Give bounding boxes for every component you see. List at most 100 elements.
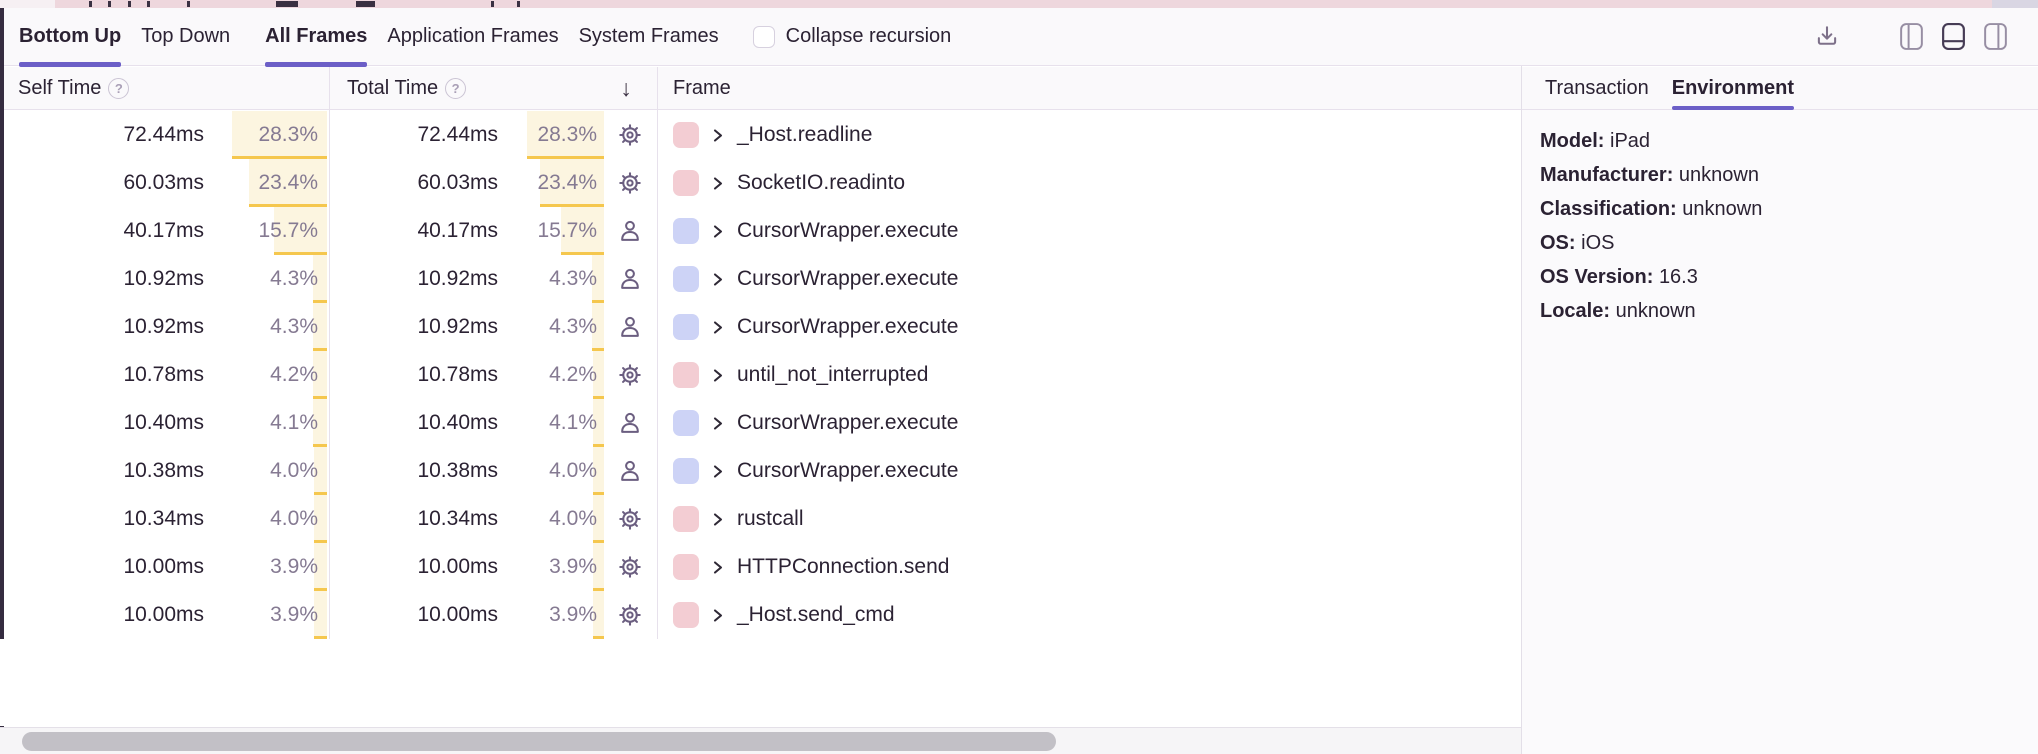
layout-bottom-panel-icon[interactable] [1940, 22, 1966, 51]
person-icon[interactable] [614, 399, 646, 447]
horizontal-scrollbar-track[interactable] [0, 727, 1521, 754]
gear-icon[interactable] [614, 543, 646, 591]
table-row[interactable]: 10.00ms 3.9% 10.00ms 3.9% _Host.send_cmd [0, 591, 1521, 639]
frame-name[interactable]: CursorWrapper.execute [737, 411, 959, 434]
total-time-value: 10.78ms [417, 363, 498, 386]
detail-line: Manufacturer: unknown [1540, 158, 2038, 192]
tab-system-frames[interactable]: System Frames [579, 8, 719, 66]
self-time-column-header[interactable]: Self Time ? [18, 67, 130, 109]
frame-color-chip [673, 170, 699, 196]
gear-icon[interactable] [614, 159, 646, 207]
frame-name[interactable]: _Host.send_cmd [737, 603, 895, 626]
table-row[interactable]: 10.92ms 4.3% 10.92ms 4.3% CursorWrapper.… [0, 303, 1521, 351]
self-time-percent-bar [313, 303, 327, 351]
frame-name[interactable]: SocketIO.readinto [737, 171, 906, 194]
chevron-right-icon[interactable] [710, 591, 726, 639]
details-panel-tabs: Transaction Environment [1522, 67, 2038, 110]
detail-line: Classification: unknown [1540, 192, 2038, 226]
frame-name[interactable]: _Host.readline [737, 123, 873, 146]
table-row[interactable]: 40.17ms 15.7% 40.17ms 15.7% CursorWrappe… [0, 207, 1521, 255]
chevron-right-icon[interactable] [710, 207, 726, 255]
chevron-right-icon[interactable] [710, 447, 726, 495]
frame-name[interactable]: CursorWrapper.execute [737, 315, 959, 338]
gear-icon[interactable] [614, 495, 646, 543]
minimap-tick [491, 1, 494, 7]
frame-name[interactable]: CursorWrapper.execute [737, 219, 959, 242]
self-time-value: 60.03ms [123, 171, 204, 194]
panel-tab-transaction[interactable]: Transaction [1545, 67, 1649, 110]
tab-application-frames[interactable]: Application Frames [387, 8, 558, 66]
layout-right-panel-icon[interactable] [1982, 23, 2008, 50]
tab-all-frames[interactable]: All Frames [265, 8, 368, 67]
panel-divider[interactable] [1521, 66, 1522, 754]
sort-descending-icon[interactable]: ↓ [620, 74, 632, 101]
table-row[interactable]: 10.38ms 4.0% 10.38ms 4.0% CursorWrapper.… [0, 447, 1521, 495]
table-row[interactable]: 10.00ms 3.9% 10.00ms 3.9% HTTPConnection… [0, 543, 1521, 591]
collapse-recursion-label[interactable]: Collapse recursion [785, 25, 952, 47]
minimap-sliver [0, 0, 2038, 8]
chevron-right-icon[interactable] [710, 159, 726, 207]
minimap-tick [128, 1, 131, 7]
chevron-right-icon[interactable] [710, 303, 726, 351]
table-row[interactable]: 10.40ms 4.1% 10.40ms 4.1% CursorWrapper.… [0, 399, 1521, 447]
chevron-right-icon[interactable] [710, 111, 726, 159]
download-icon[interactable] [1814, 24, 1840, 50]
frame-table-header: Self Time ? Total Time ? ↓ Frame [0, 67, 1521, 110]
person-icon[interactable] [614, 303, 646, 351]
collapse-recursion-checkbox[interactable] [752, 25, 775, 48]
detail-value: iOS [1581, 232, 1615, 254]
help-icon[interactable]: ? [445, 77, 467, 99]
panel-tab-environment[interactable]: Environment [1671, 67, 1795, 110]
detail-value: 16.3 [1658, 266, 1698, 288]
minimap-tick [517, 1, 520, 7]
self-time-value: 40.17ms [123, 219, 204, 242]
help-icon[interactable]: ? [108, 77, 130, 99]
total-time-percent: 15.7% [537, 219, 597, 242]
frame-color-chip [673, 266, 699, 292]
total-time-percent-bar [593, 447, 604, 495]
chevron-right-icon[interactable] [710, 399, 726, 447]
frame-name[interactable]: until_not_interrupted [737, 363, 929, 386]
total-time-column-header[interactable]: Total Time ? [347, 67, 467, 109]
frame-name[interactable]: HTTPConnection.send [737, 555, 950, 578]
person-icon[interactable] [614, 207, 646, 255]
person-icon[interactable] [614, 255, 646, 303]
chevron-right-icon[interactable] [710, 543, 726, 591]
self-time-value: 10.78ms [123, 363, 204, 386]
table-row[interactable]: 60.03ms 23.4% 60.03ms 23.4% SocketIO.rea… [0, 159, 1521, 207]
frame-name[interactable]: CursorWrapper.execute [737, 459, 959, 482]
total-time-percent: 4.1% [549, 411, 597, 434]
person-icon[interactable] [614, 447, 646, 495]
table-row[interactable]: 10.34ms 4.0% 10.34ms 4.0% rustcall [0, 495, 1521, 543]
frame-column-header[interactable]: Frame [673, 67, 731, 109]
table-row[interactable]: 10.92ms 4.3% 10.92ms 4.3% CursorWrapper.… [0, 255, 1521, 303]
total-time-header-label: Total Time [347, 76, 439, 99]
table-row[interactable]: 10.78ms 4.2% 10.78ms 4.2% until_not_inte… [0, 351, 1521, 399]
chevron-right-icon[interactable] [710, 255, 726, 303]
tab-bottom-up[interactable]: Bottom Up [19, 8, 122, 67]
detail-label: OS: [1540, 232, 1576, 254]
detail-label: Classification: [1540, 198, 1677, 220]
gear-icon[interactable] [614, 591, 646, 639]
horizontal-scrollbar-thumb[interactable] [22, 732, 1056, 751]
self-time-percent-bar [274, 207, 327, 255]
total-time-percent-bar [593, 543, 604, 591]
chevron-right-icon[interactable] [710, 351, 726, 399]
total-time-percent-bar [593, 351, 604, 399]
frame-color-chip [673, 554, 699, 580]
frame-name[interactable]: CursorWrapper.execute [737, 267, 959, 290]
layout-left-panel-icon[interactable] [1898, 23, 1924, 50]
total-time-percent: 23.4% [537, 171, 597, 194]
self-time-value: 10.00ms [123, 603, 204, 626]
total-time-percent-bar [561, 207, 604, 255]
self-time-percent-bar [314, 591, 327, 639]
minimap-tick [294, 1, 298, 7]
frame-name[interactable]: rustcall [737, 507, 804, 530]
gear-icon[interactable] [614, 351, 646, 399]
gear-icon[interactable] [614, 111, 646, 159]
table-row[interactable]: 72.44ms 28.3% 72.44ms 28.3% _Host.readli… [0, 111, 1521, 159]
chevron-right-icon[interactable] [710, 495, 726, 543]
frame-color-chip [673, 218, 699, 244]
tab-top-down[interactable]: Top Down [141, 8, 230, 66]
minimap-right-segment [1992, 0, 2038, 8]
